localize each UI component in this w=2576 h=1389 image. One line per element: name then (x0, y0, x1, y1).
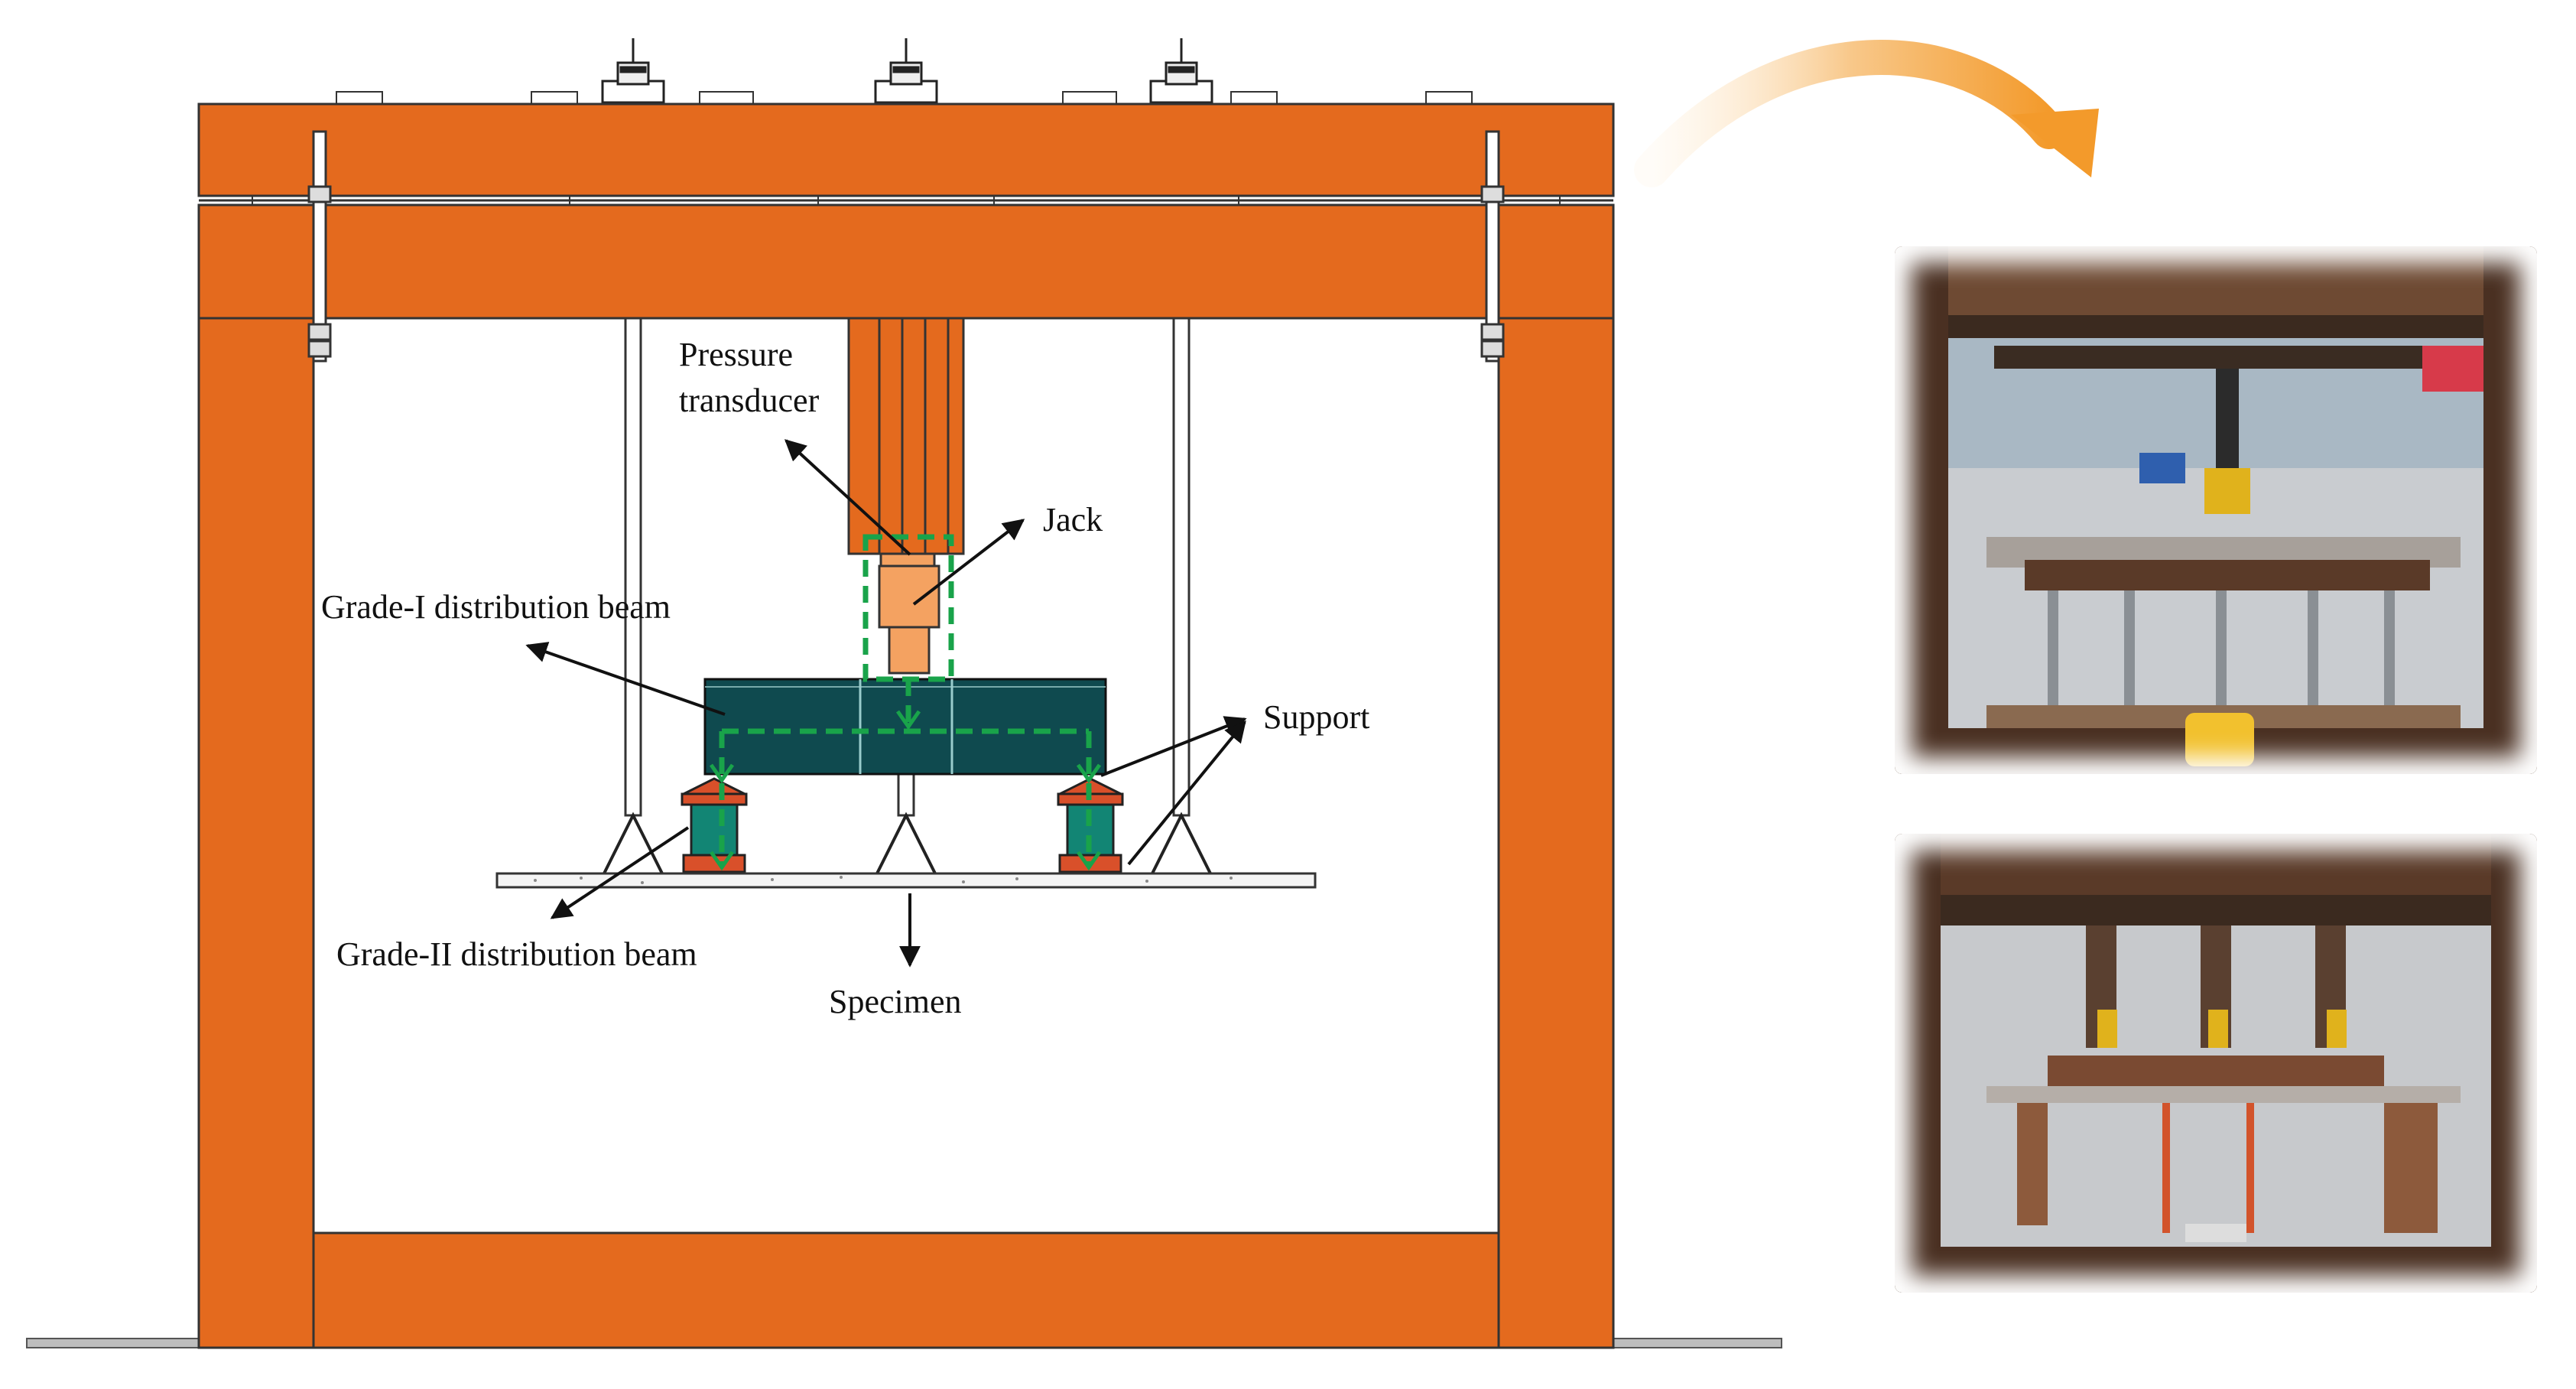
jack-piston-upper (878, 564, 940, 629)
top-bolts (601, 38, 1213, 104)
cap-plates (336, 91, 1473, 105)
specimen-slab (495, 872, 1317, 889)
load-path-arrowheads (709, 710, 1102, 871)
frame-upper-beam (197, 203, 1615, 320)
a-frame-supports (601, 812, 1213, 877)
frame-cap-beam (197, 102, 1615, 197)
frame-right-column (1497, 203, 1615, 1349)
label-pressure-line1: Pressure (679, 336, 793, 373)
label-grade-i-beam: Grade-I distribution beam (321, 588, 671, 626)
jack-cylinder (847, 317, 965, 555)
label-specimen: Specimen (829, 983, 962, 1020)
side-tie-rods (307, 130, 1505, 363)
grade-i-distribution-beam (703, 678, 1107, 776)
frame-left-column (197, 203, 315, 1349)
label-grade-ii-beam: Grade-II distribution beam (336, 935, 697, 973)
test-rig-photo-front (1895, 246, 2537, 774)
load-path (719, 534, 1092, 864)
frame-bottom-beam (312, 1231, 1500, 1349)
label-jack: Jack (1043, 501, 1103, 538)
label-support: Support (1263, 698, 1369, 736)
leader-arrows (525, 439, 1247, 968)
test-rig-photo-front-2 (1895, 834, 2537, 1293)
curved-arrow-icon (1634, 40, 2099, 187)
jack-piston-lower (888, 626, 931, 675)
label-pressure-line2: transducer (679, 382, 820, 419)
